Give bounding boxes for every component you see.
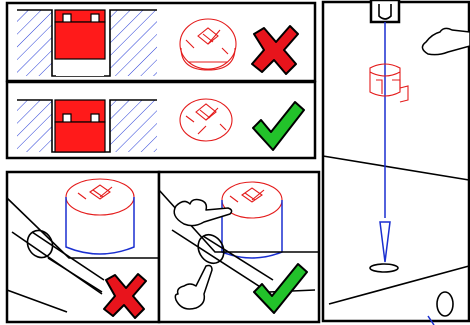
panel-wrong-orientation bbox=[7, 172, 159, 322]
panel-correct-depth bbox=[7, 82, 315, 158]
panel-wrong-depth bbox=[7, 3, 315, 81]
cam-fitting-section bbox=[55, 100, 105, 152]
panel-correct-orientation bbox=[159, 172, 319, 322]
panel-drop-alignment bbox=[323, 0, 470, 325]
